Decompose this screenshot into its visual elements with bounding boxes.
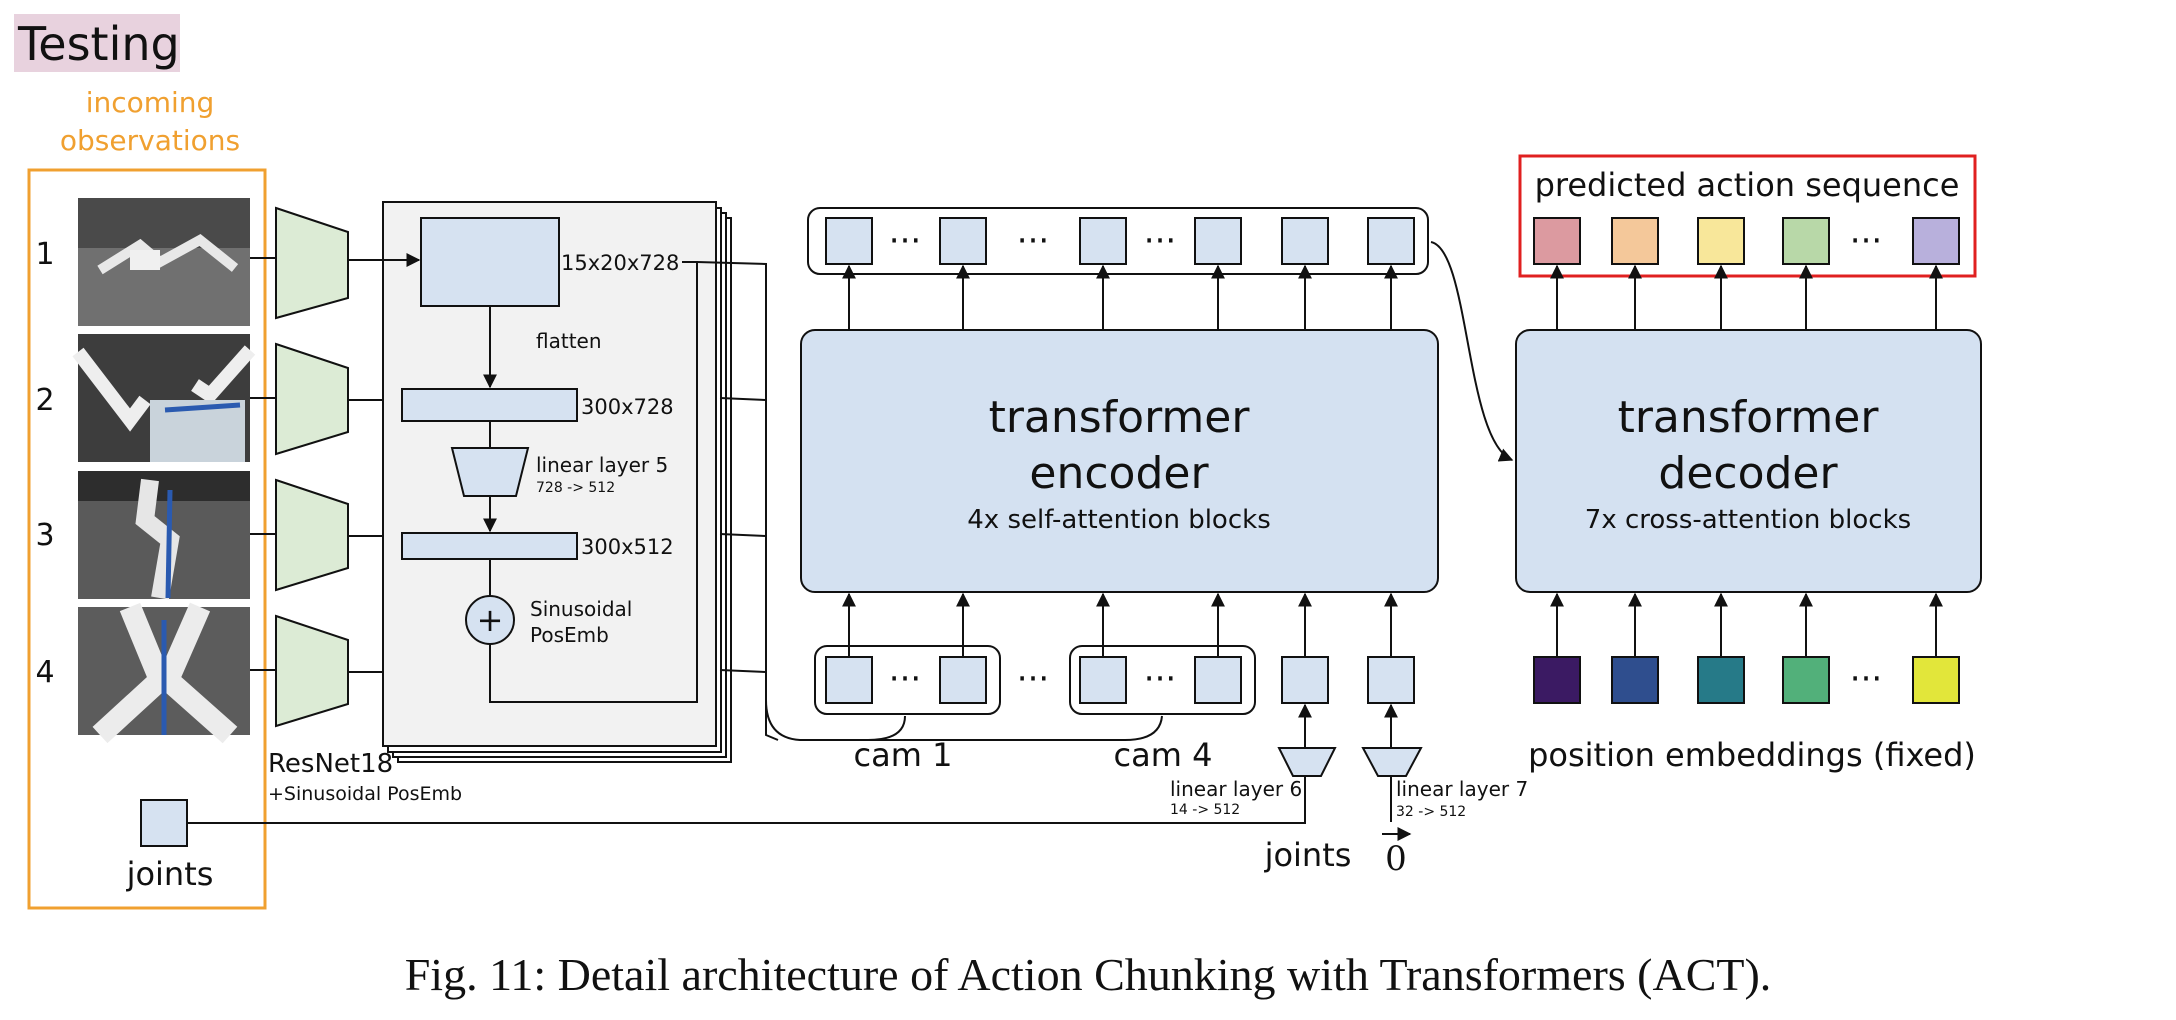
ellipsis: ··· <box>889 221 921 261</box>
ellipsis: ··· <box>1850 221 1882 261</box>
feature-map-block <box>420 217 560 307</box>
encoder-subtitle: 4x self-attention blocks <box>967 505 1270 535</box>
plus-symbol: + <box>477 601 504 639</box>
linear-layer-6-dims: 14 -> 512 <box>1170 802 1240 818</box>
ellipsis: ··· <box>1017 221 1049 261</box>
camera-number-2: 2 <box>35 383 54 418</box>
camera-image-4 <box>78 602 250 744</box>
action-token <box>1697 217 1745 265</box>
encoder-output-token <box>1367 217 1415 265</box>
testing-label: Testing <box>17 17 180 71</box>
encoder-output-token <box>825 217 873 265</box>
resnet-label-line1: ResNet18 <box>268 749 393 779</box>
observations-panel <box>27 168 267 910</box>
feature-map-shape: 15x20x728 <box>561 251 679 275</box>
posemb-label-line1: Sinusoidal <box>530 597 632 621</box>
flattened-block <box>401 388 578 422</box>
cam4-label: cam 4 <box>1114 736 1213 774</box>
predicted-action-label: predicted action sequence <box>1535 166 1960 204</box>
encoder-title-line1: transformer <box>989 392 1251 443</box>
testing-label-bg <box>14 14 180 72</box>
joints-input-label: joints <box>126 855 214 893</box>
action-token <box>1611 217 1659 265</box>
cam1-token <box>939 656 987 704</box>
encoder-output-arrows <box>842 264 1398 330</box>
resnet-trapezoid-4 <box>275 614 349 728</box>
linear-layer-6 <box>1277 747 1337 777</box>
position-embedding-token <box>1697 656 1745 704</box>
ellipsis: ··· <box>1017 659 1049 699</box>
resnet-trapezoid-3 <box>275 478 349 592</box>
encoder-output-token <box>939 217 987 265</box>
resnet-trapezoid-2 <box>275 342 349 456</box>
act-architecture-diagram: Testing incoming observations 1 2 3 4 jo… <box>14 14 1982 910</box>
cam1-token <box>825 656 873 704</box>
linear-layer-6-name: linear layer 6 <box>1170 777 1302 801</box>
decoder-title-line2: decoder <box>1658 448 1838 499</box>
encoder-output-token <box>1281 217 1329 265</box>
cam1-label: cam 1 <box>854 736 953 774</box>
joints-input-block <box>140 799 188 847</box>
position-embedding-token <box>1782 656 1830 704</box>
linear-layer-5 <box>450 447 530 497</box>
position-embedding-token <box>1533 656 1581 704</box>
position-embeddings-label: position embeddings (fixed) <box>1528 736 1976 774</box>
ellipsis: ··· <box>889 659 921 699</box>
predicted-action-box <box>1518 154 1977 278</box>
camera-image-1 <box>78 198 250 326</box>
decoder-input-arrows <box>1550 592 1943 657</box>
linear-layer-5-name: linear layer 5 <box>536 453 668 477</box>
encoder-title-line2: encoder <box>1029 448 1209 499</box>
projected-block <box>401 532 578 560</box>
zero-token <box>1367 656 1415 704</box>
cam4-token <box>1079 656 1127 704</box>
resnet-trapezoid-1 <box>275 206 349 320</box>
camera-image-3 <box>78 471 250 600</box>
cam4-token <box>1194 656 1242 704</box>
resnet-label-line2: +Sinusoidal PosEmb <box>268 783 462 805</box>
figure-caption: Fig. 11: Detail architecture of Action C… <box>404 949 1772 1000</box>
flattened-shape: 300x728 <box>581 395 674 419</box>
linear-layer-7 <box>1361 747 1423 777</box>
decoder-subtitle: 7x cross-attention blocks <box>1585 505 1911 535</box>
camera-number-4: 4 <box>35 655 54 690</box>
linear-layer-7-name: linear layer 7 <box>1396 777 1528 801</box>
ellipsis: ··· <box>1144 659 1176 699</box>
observations-title-line1: incoming <box>86 86 215 119</box>
position-embedding-token <box>1611 656 1659 704</box>
ellipsis: ··· <box>1850 659 1882 699</box>
joints-token <box>1281 656 1329 704</box>
transformer-encoder <box>800 329 1439 593</box>
decoder-output-arrows <box>1550 264 1943 330</box>
flatten-label: flatten <box>536 329 602 353</box>
action-token <box>1782 217 1830 265</box>
projected-shape: 300x512 <box>581 535 674 559</box>
position-embedding-token <box>1912 656 1960 704</box>
observations-title-line2: observations <box>60 124 240 157</box>
linear-layer-7-dims: 32 -> 512 <box>1396 804 1466 820</box>
encoder-input-arrows <box>842 592 1398 657</box>
transformer-decoder <box>1515 329 1982 593</box>
encoder-to-decoder-arrow <box>1430 241 1514 462</box>
zero-vector-label: 0 <box>1385 839 1407 879</box>
decoder-title-line1: transformer <box>1618 392 1880 443</box>
camera-number-1: 1 <box>35 237 54 272</box>
action-token <box>1533 217 1581 265</box>
camera-image-2 <box>72 334 256 462</box>
linear-layer-5-dims: 728 -> 512 <box>536 480 615 496</box>
encoder-output-token <box>1079 217 1127 265</box>
joints-token-label: joints <box>1264 836 1352 874</box>
camera-number-3: 3 <box>35 518 54 553</box>
posemb-label-line2: PosEmb <box>530 623 609 647</box>
ellipsis: ··· <box>1144 221 1176 261</box>
action-token <box>1912 217 1960 265</box>
encoder-output-token <box>1194 217 1242 265</box>
